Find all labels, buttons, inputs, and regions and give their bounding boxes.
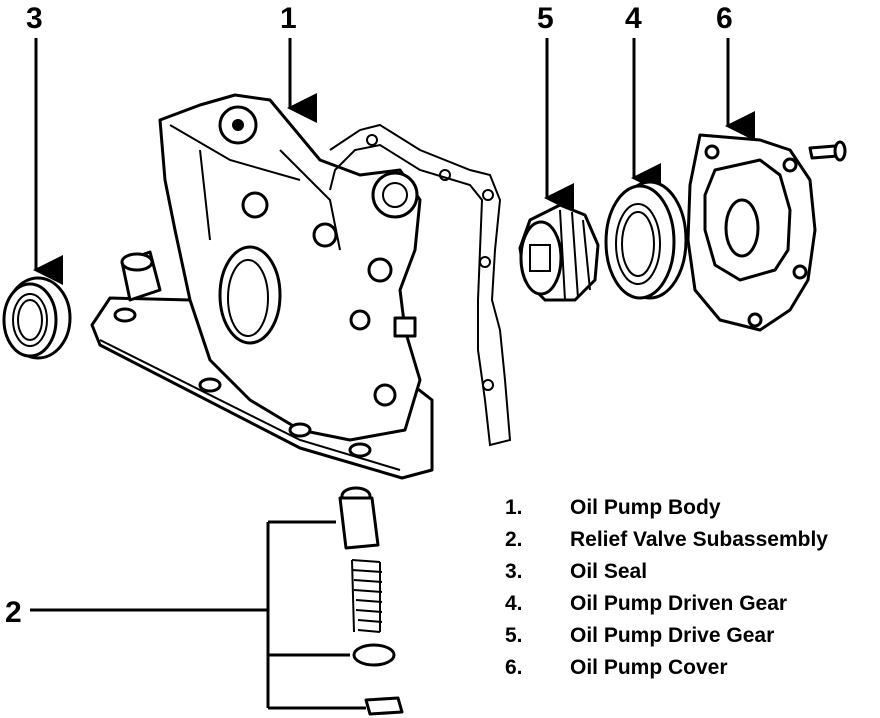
legend-item-number: 1. — [505, 496, 523, 519]
legend-item-label: Oil Seal — [570, 560, 648, 583]
callout-1: 1 — [280, 2, 297, 35]
legend-item: 2. Relief Valve Subassembly — [505, 524, 875, 556]
leader-2 — [30, 520, 366, 710]
callout-6: 6 — [716, 2, 733, 35]
legend-item: 1. Oil Pump Body — [505, 492, 875, 524]
relief-valve-part — [338, 486, 404, 716]
callout-4: 4 — [625, 2, 642, 35]
legend-item-label: Oil Pump Drive Gear — [570, 624, 775, 647]
legend-item-number: 6. — [505, 656, 523, 679]
legend-item-number: 4. — [505, 592, 523, 615]
callout-3: 3 — [26, 2, 43, 35]
legend-item: 5. Oil Pump Drive Gear — [505, 620, 875, 652]
legend-item-number: 2. — [505, 528, 523, 551]
oil-pump-drive-gear-part — [518, 203, 600, 302]
legend-item-label: Oil Pump Driven Gear — [570, 592, 788, 615]
oil-pump-cover-part — [686, 133, 847, 332]
legend-item-label: Relief Valve Subassembly — [570, 528, 828, 551]
gasket-part — [329, 123, 512, 447]
parts-legend: 1. Oil Pump Body 2. Relief Valve Subasse… — [505, 492, 875, 684]
legend-item: 3. Oil Seal — [505, 556, 875, 588]
legend-item: 6. Oil Pump Cover — [505, 652, 875, 684]
callout-2: 2 — [5, 596, 22, 629]
legend-item-label: Oil Pump Cover — [570, 656, 728, 679]
legend-item: 4. Oil Pump Driven Gear — [505, 588, 875, 620]
legend-item-number: 5. — [505, 624, 523, 647]
oil-pump-body-part — [90, 93, 434, 480]
oil-pump-driven-gear-part — [604, 180, 688, 300]
legend-item-label: Oil Pump Body — [570, 496, 721, 519]
callout-5: 5 — [537, 2, 554, 35]
oil-seal-part — [2, 276, 72, 360]
legend-item-number: 3. — [505, 560, 523, 583]
